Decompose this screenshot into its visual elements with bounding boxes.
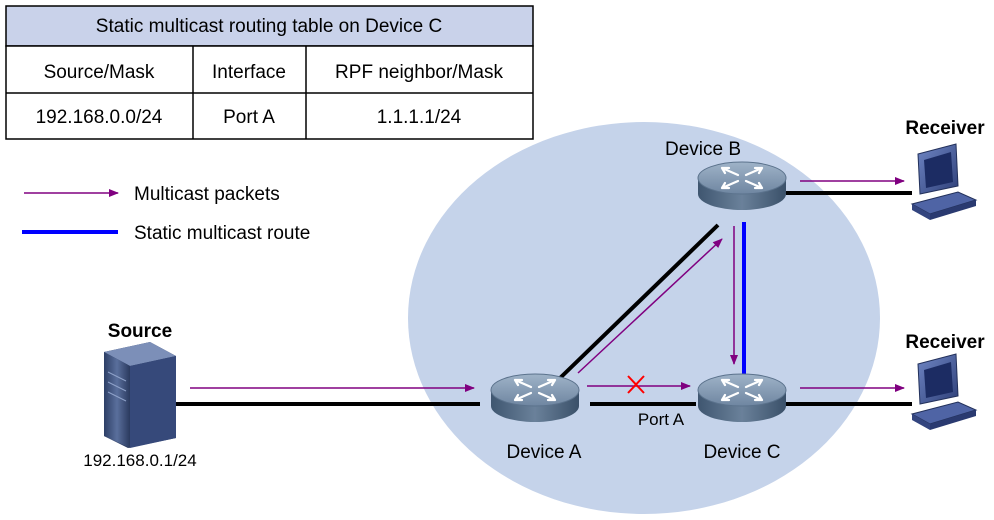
links xyxy=(176,191,912,406)
source-server-icon xyxy=(104,342,176,448)
device-c-router-icon xyxy=(696,372,788,424)
multicast-arrows xyxy=(190,177,905,394)
device-b-label: Device B xyxy=(665,139,741,160)
blocked-x-icon xyxy=(627,375,645,394)
source-ip-label: 192.168.0.1/24 xyxy=(83,451,196,470)
device-a-router-icon xyxy=(489,372,581,424)
port-a-label: Port A xyxy=(638,410,685,429)
cell-rpf-neighbor: 1.1.1.1/24 xyxy=(377,107,462,128)
source-label: Source xyxy=(108,321,172,342)
legend-static-route-label: Static multicast route xyxy=(134,223,310,244)
legend: Multicast packets Static multicast route xyxy=(22,184,310,244)
table-title-cell xyxy=(5,5,534,47)
header-rpf-neighbor: RPF neighbor/Mask xyxy=(335,62,503,83)
arrow-device-a-to-device-b xyxy=(577,238,723,374)
device-c-label: Device C xyxy=(703,442,780,463)
legend-multicast-label: Multicast packets xyxy=(134,184,280,205)
header-source-mask: Source/Mask xyxy=(44,62,155,83)
cell-source-mask: 192.168.0.0/24 xyxy=(36,107,163,128)
receiver-top-pc-icon xyxy=(911,143,977,221)
header-interface: Interface xyxy=(212,62,286,83)
device-a-label: Device A xyxy=(507,442,582,463)
receiver-bottom-pc-icon xyxy=(911,353,977,431)
cell-interface: Port A xyxy=(223,107,275,128)
receiver-bottom-label: Receiver xyxy=(905,332,985,353)
table-title: Static multicast routing table on Device… xyxy=(96,16,442,37)
device-b-router-icon xyxy=(696,160,788,212)
link-device-a-device-b xyxy=(556,223,720,382)
receiver-top-label: Receiver xyxy=(905,118,985,139)
routing-table: Static multicast routing table on Device… xyxy=(5,5,534,140)
